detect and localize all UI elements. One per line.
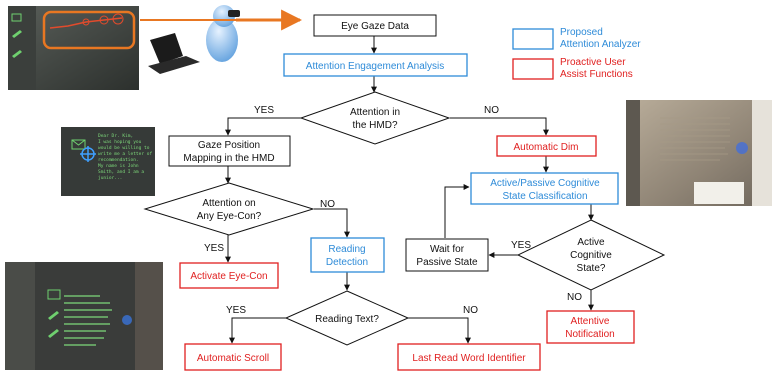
decision-reading-text: Reading Text? — [284, 290, 410, 346]
decision-active-cognitive: Active Cognitive State? — [516, 219, 666, 291]
node-attentive-notification-line1: Attentive — [571, 316, 610, 327]
eye-con-text-3: would be willing to — [98, 145, 150, 151]
legend-proactive-line2: Assist Functions — [560, 69, 633, 80]
decision-attention-eyecon: Attention on Any Eye-Con? — [143, 182, 315, 236]
edge-label-yes-cognitive: YES — [511, 240, 531, 251]
node-cognitive-classification: Active/Passive Cognitive State Classific… — [470, 172, 619, 205]
node-activate-eyecon-label: Activate Eye-Con — [190, 271, 267, 282]
node-activate-eyecon: Activate Eye-Con — [179, 262, 279, 289]
reading-photo — [5, 262, 163, 370]
edge-label-yes-hmd: YES — [254, 105, 274, 116]
edge-label-no-cognitive: NO — [567, 292, 582, 303]
eye-con-photo: Dear Dr. Kim, I was hoping you would be … — [61, 127, 155, 196]
legend-proposed-swatch — [512, 28, 554, 50]
node-cognitive-classification-line1: Active/Passive Cognitive — [490, 178, 600, 189]
node-gaze-mapping: Gaze Position Mapping in the HMD — [168, 135, 291, 167]
node-reading-detection-line2: Detection — [326, 257, 368, 268]
dimmed-view-photo — [626, 100, 772, 206]
decision-attention-hmd-line1: Attention in — [350, 107, 400, 118]
legend-proactive-swatch — [512, 58, 554, 80]
edge-label-yes-eyecon: YES — [204, 243, 224, 254]
node-reading-detection: Reading Detection — [310, 237, 385, 273]
edge-label-no-reading: NO — [463, 305, 478, 316]
eye-con-text-4: write me a letter of — [98, 151, 152, 157]
connectors — [225, 36, 594, 344]
laptop-illustration — [148, 33, 200, 74]
node-last-read-word: Last Read Word Identifier — [397, 343, 541, 371]
user-avatar-icon — [206, 5, 240, 62]
node-automatic-dim: Automatic Dim — [496, 135, 597, 157]
node-eye-gaze-label: Eye Gaze Data — [341, 21, 409, 32]
node-wait-passive: Wait for Passive State — [405, 238, 489, 272]
node-attentive-notification: Attentive Notification — [546, 310, 635, 344]
decision-attention-eyecon-line2: Any Eye-Con? — [197, 211, 262, 222]
edge-label-yes-reading: YES — [226, 305, 246, 316]
eye-con-text-6: My name is John — [98, 163, 139, 169]
decision-active-cognitive-line2: Cognitive — [570, 250, 612, 261]
eye-con-text-8: junior... — [98, 175, 122, 181]
node-gaze-mapping-line1: Gaze Position — [198, 140, 260, 151]
edge-label-no-eyecon: NO — [320, 199, 335, 210]
node-attention-engagement: Attention Engagement Analysis — [283, 53, 468, 77]
node-attentive-notification-line2: Notification — [565, 329, 614, 340]
gaze-highlight-box — [42, 10, 136, 50]
node-automatic-scroll-label: Automatic Scroll — [197, 353, 269, 364]
node-reading-detection-line1: Reading — [328, 244, 365, 255]
node-wait-passive-line2: Passive State — [416, 257, 478, 268]
node-automatic-scroll: Automatic Scroll — [184, 343, 282, 371]
legend-proposed-line2: Attention Analyzer — [560, 39, 641, 50]
node-eye-gaze-data: Eye Gaze Data — [313, 14, 437, 37]
node-automatic-dim-label: Automatic Dim — [513, 142, 578, 153]
decision-active-cognitive-line1: Active — [577, 237, 605, 248]
eye-con-text-5: recommendation. — [98, 157, 139, 163]
edge-label-no-hmd: NO — [484, 105, 499, 116]
decision-reading-text-label: Reading Text? — [315, 314, 379, 325]
legend-proactive-line1: Proactive User — [560, 57, 626, 68]
edge-labels: YES NO NO YES YES NO YES NO — [204, 105, 582, 316]
decision-attention-hmd: Attention in the HMD? — [299, 91, 451, 145]
decision-attention-eyecon-line1: Attention on — [202, 198, 255, 209]
node-cognitive-classification-line2: State Classification — [502, 191, 587, 202]
eye-con-text-7: Smith, and I am a — [98, 169, 144, 175]
node-gaze-mapping-line2: Mapping in the HMD — [183, 153, 274, 164]
decision-attention-hmd-line2: the HMD? — [352, 120, 397, 131]
node-attention-engagement-label: Attention Engagement Analysis — [306, 61, 444, 72]
eye-con-text-2: I was hoping you — [98, 139, 142, 145]
node-wait-passive-line1: Wait for — [430, 244, 465, 255]
hmd-view-photo-top-left — [8, 6, 139, 90]
decision-active-cognitive-line3: State? — [577, 263, 606, 274]
node-last-read-word-label: Last Read Word Identifier — [412, 353, 526, 364]
legend: Proposed Attention Analyzer Proactive Us… — [512, 27, 641, 80]
eye-con-text-1: Dear Dr. Kim, — [98, 133, 133, 139]
legend-proposed-line1: Proposed — [560, 27, 603, 38]
